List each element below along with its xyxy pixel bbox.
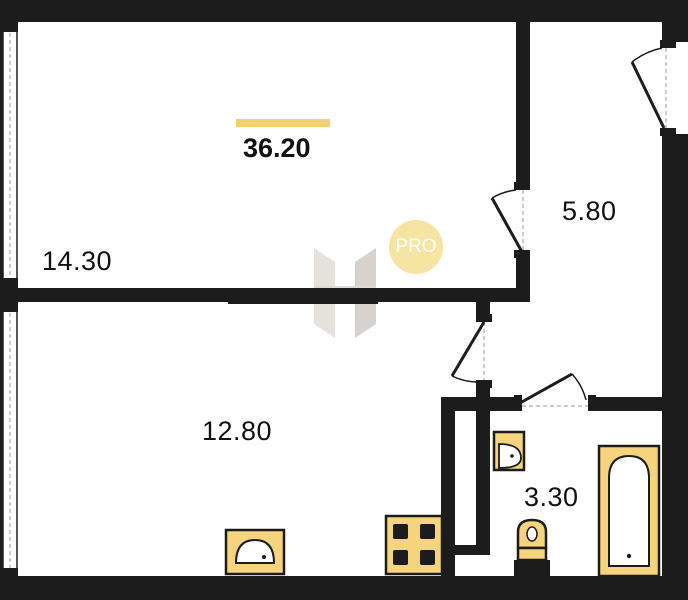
bathtub-icon <box>597 444 661 578</box>
door-icon <box>630 40 688 136</box>
room-area-label-room-2: 12.80 <box>202 416 273 446</box>
total-area-label: 36.20 <box>243 133 311 163</box>
window-icon <box>2 302 18 578</box>
room-area-label-hallway: 5.80 <box>562 196 617 226</box>
window-icon <box>2 22 18 288</box>
door-icon <box>450 314 492 388</box>
total-area-accent-bar <box>236 119 330 127</box>
room-area-label-room-1: 14.30 <box>42 246 113 276</box>
toilet-icon <box>514 518 550 576</box>
door-icon <box>490 182 530 258</box>
pro-badge: PRO <box>389 220 443 274</box>
room-area-label-bathroom: 3.30 <box>524 482 579 512</box>
stove-icon <box>384 514 444 576</box>
sink-icon <box>492 430 526 472</box>
sink-icon <box>224 528 286 576</box>
door-icon <box>514 372 596 411</box>
